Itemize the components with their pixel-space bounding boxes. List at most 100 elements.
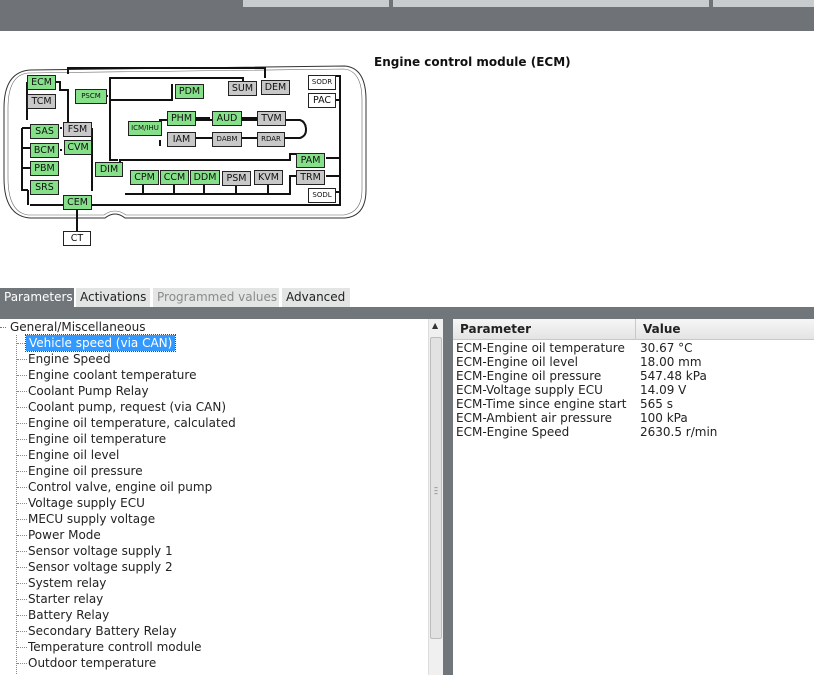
module-dim[interactable]: DIM: [95, 162, 123, 177]
module-pbm[interactable]: PBM: [30, 161, 59, 176]
tree-connector: [17, 615, 27, 616]
module-kvm[interactable]: KVM: [254, 170, 283, 185]
toolbar-tab-strip[interactable]: [393, 0, 709, 7]
module-dem[interactable]: DEM: [261, 80, 290, 95]
tree-item[interactable]: Coolant pump, request (via CAN): [28, 400, 226, 414]
scroll-up-arrow-icon[interactable]: ▲: [432, 321, 439, 330]
tree-item[interactable]: System relay: [28, 576, 107, 590]
tree-connector: [17, 551, 27, 552]
splitter[interactable]: [443, 319, 453, 675]
module-cem[interactable]: CEM: [63, 195, 92, 210]
parameter-name: ECM-Engine oil temperature: [456, 341, 625, 355]
module-iam[interactable]: IAM: [167, 132, 196, 147]
module-ecm[interactable]: ECM: [27, 75, 56, 90]
tree-connector: [17, 647, 27, 648]
vehicle-network-diagram: ECM TCM PSCM PDM SUM DEM SODR PAC SAS FS…: [0, 60, 370, 260]
tree-connector: [17, 391, 27, 392]
module-ccm[interactable]: CCM: [160, 170, 189, 185]
module-bcm[interactable]: BCM: [30, 143, 59, 158]
parameter-value: 565 s: [640, 397, 673, 411]
tree-connector: [0, 327, 6, 328]
tree-item[interactable]: Engine coolant temperature: [28, 368, 197, 382]
toolbar-tab-strip[interactable]: [713, 0, 814, 7]
tree-connector: [17, 663, 27, 664]
parameter-name: ECM-Engine oil level: [456, 355, 578, 369]
tab-programmed-values: Programmed values: [153, 288, 279, 307]
column-header-parameter[interactable]: Parameter: [453, 319, 636, 340]
column-header-value[interactable]: Value: [636, 319, 814, 340]
module-sodl[interactable]: SODL: [308, 188, 336, 203]
grid-row[interactable]: ECM-Engine oil level 18.00 mm: [453, 355, 814, 369]
module-ct[interactable]: CT: [63, 231, 91, 246]
module-fsm[interactable]: FSM: [63, 122, 92, 137]
module-rdar[interactable]: RDAR: [257, 132, 285, 147]
tree-item[interactable]: Sensor voltage supply 1: [28, 544, 173, 558]
tree-connector: [17, 599, 27, 600]
module-pscm[interactable]: PSCM: [75, 89, 107, 104]
parameter-name: ECM-Time since engine start: [456, 397, 627, 411]
tree-item[interactable]: Engine oil temperature, calculated: [28, 416, 236, 430]
tree-item[interactable]: MECU supply voltage: [28, 512, 156, 526]
tree-connector: [17, 631, 27, 632]
module-cvm[interactable]: CVM: [64, 140, 92, 155]
parameter-name: ECM-Ambient air pressure: [456, 411, 613, 425]
tree-item[interactable]: Outdoor temperature: [28, 656, 157, 670]
module-cpm[interactable]: CPM: [130, 170, 159, 185]
tab-bar: Parameters Activations Programmed values…: [0, 288, 814, 307]
module-tcm[interactable]: TCM: [27, 94, 56, 109]
module-ddm[interactable]: DDM: [190, 170, 220, 185]
toolbar-tab-strip[interactable]: [243, 0, 389, 7]
module-srs[interactable]: SRS: [30, 180, 59, 195]
module-pac[interactable]: PAC: [308, 93, 336, 108]
module-phm[interactable]: PHM: [167, 111, 196, 126]
tree-item[interactable]: Engine oil temperature: [28, 432, 167, 446]
grid-row[interactable]: ECM-Time since engine start 565 s: [453, 397, 814, 411]
tree-item[interactable]: Engine oil pressure: [28, 464, 143, 478]
tree-group-general[interactable]: General/Miscellaneous: [10, 320, 146, 334]
module-aud[interactable]: AUD: [212, 111, 242, 126]
module-trm[interactable]: TRM: [296, 170, 325, 185]
tree-connector: [17, 567, 27, 568]
tree-item[interactable]: Engine Speed: [28, 352, 111, 366]
tree-item-selected[interactable]: Vehicle speed (via CAN): [24, 334, 177, 352]
grid-row[interactable]: ECM-Voltage supply ECU 14.09 V: [453, 383, 814, 397]
tree-connector: [17, 471, 27, 472]
tree-connector: [16, 335, 17, 675]
module-pam[interactable]: PAM: [296, 153, 325, 168]
tree-item[interactable]: Engine oil level: [28, 448, 120, 462]
tree-item[interactable]: Secondary Battery Relay: [28, 624, 177, 638]
parameter-name: ECM-Engine Speed: [456, 425, 570, 439]
parameter-name: ECM-Voltage supply ECU: [456, 383, 603, 397]
module-sodr[interactable]: SODR: [308, 75, 336, 90]
tree-scrollbar[interactable]: ▲ –––: [428, 319, 444, 675]
module-sum[interactable]: SUM: [228, 81, 257, 96]
grip-icon: –––: [434, 483, 438, 498]
tab-parameters[interactable]: Parameters: [0, 288, 74, 307]
tree-item[interactable]: Voltage supply ECU: [28, 496, 145, 510]
parameter-tree[interactable]: General/Miscellaneous Vehicle speed (via…: [0, 319, 428, 675]
tab-activations[interactable]: Activations: [76, 288, 150, 307]
parameter-value: 14.09 V: [640, 383, 687, 397]
tree-item[interactable]: Power Mode: [28, 528, 101, 542]
module-dabm[interactable]: DABM: [212, 132, 242, 147]
tree-item[interactable]: Coolant Pump Relay: [28, 384, 149, 398]
module-psm[interactable]: PSM: [222, 171, 251, 186]
tree-item[interactable]: Battery Relay: [28, 608, 110, 622]
module-sas[interactable]: SAS: [30, 124, 59, 139]
parameter-value: 30.67 °C: [640, 341, 693, 355]
module-icm-ihu[interactable]: ICM/IHU: [128, 121, 162, 136]
tree-item[interactable]: Control valve, engine oil pump: [28, 480, 213, 494]
tab-advanced[interactable]: Advanced: [282, 288, 350, 307]
parameter-value: 18.00 mm: [640, 355, 702, 369]
scrollbar-thumb[interactable]: –––: [430, 337, 442, 639]
tree-item[interactable]: Temperature controll module: [28, 640, 202, 654]
tab-content-header-bar: [0, 307, 814, 319]
tree-item[interactable]: Sensor voltage supply 2: [28, 560, 173, 574]
grid-row[interactable]: ECM-Engine oil temperature 30.67 °C: [453, 341, 814, 355]
module-pdm[interactable]: PDM: [175, 84, 204, 99]
tree-item[interactable]: Starter relay: [28, 592, 104, 606]
module-tvm[interactable]: TVM: [257, 111, 286, 126]
